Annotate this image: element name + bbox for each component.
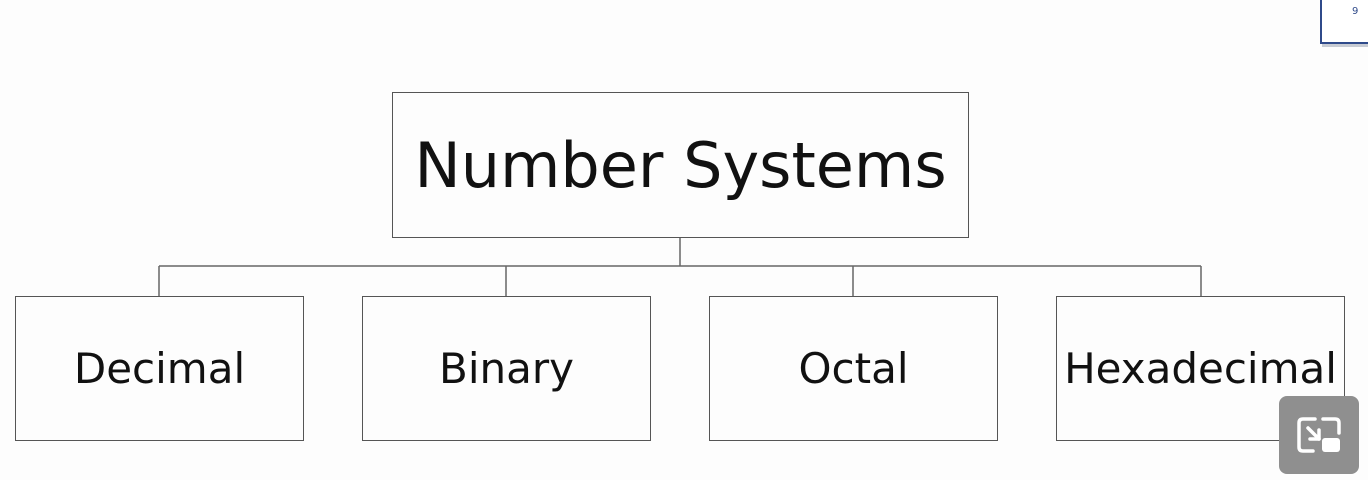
corner-thumbnail-text: 9 (1352, 6, 1359, 17)
child-node-label: Octal (798, 344, 909, 393)
child-node-label: Decimal (73, 344, 246, 393)
root-node-label: Number Systems (414, 128, 947, 202)
child-node-binary: Binary (362, 296, 651, 441)
picture-in-picture-icon (1297, 417, 1341, 453)
child-node-label: Binary (439, 344, 574, 393)
child-node-label: Hexadecimal (1064, 344, 1337, 393)
picture-in-picture-button[interactable] (1279, 396, 1359, 474)
child-node-octal: Octal (709, 296, 998, 441)
child-node-decimal: Decimal (15, 296, 304, 441)
root-node-number-systems: Number Systems (392, 92, 969, 238)
corner-thumbnail: 9 (1320, 0, 1368, 44)
